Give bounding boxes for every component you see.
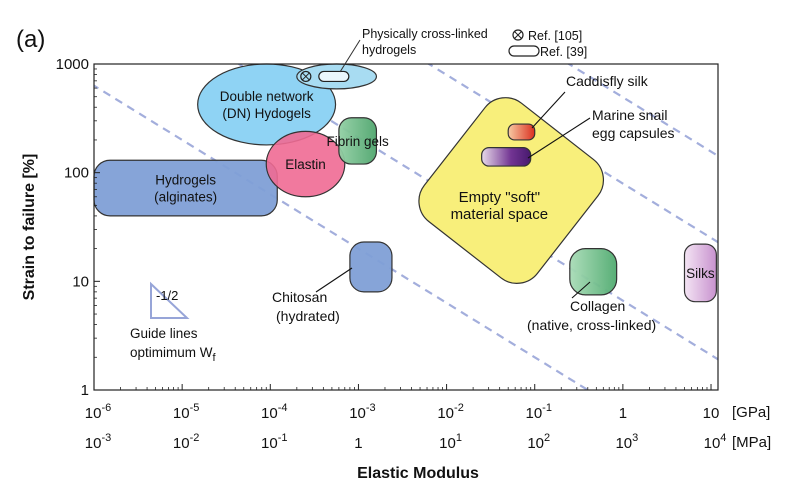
region-collagen: [569, 248, 618, 296]
slope-triangle: [150, 281, 190, 319]
collagen-label-1: Collagen: [570, 298, 625, 314]
guide-lines-label-1: Guide lines: [130, 326, 198, 341]
x-tick-label-mpa-1: 10-2: [173, 432, 199, 452]
y-axis-title: Strain to failure [%]: [21, 154, 38, 301]
physically-cross-linked-leader: [339, 39, 361, 73]
x-tick-label-gpa-4: 10-2: [437, 402, 463, 422]
ref-105-marker: [300, 70, 312, 83]
axis-ticks: 10-6 10-5 10-4 10-3 10-2 10-1 1 10 10-3 10-2 10-1 1…: [56, 56, 727, 452]
x-tick-label-gpa-7: 10: [703, 405, 720, 422]
region-hydrogels-alginates: [93, 159, 278, 217]
guide-lines-group: [94, 64, 718, 390]
x-tick-label-mpa-5: 102: [527, 432, 550, 452]
x-tick-label-mpa-7: 104: [704, 432, 727, 452]
x-tick-label-gpa-2: 10-4: [261, 402, 287, 422]
x-tick-label-mpa-3: 1: [354, 435, 362, 452]
region-chitosan: [349, 241, 393, 293]
y-tick-label-3: 1000: [56, 56, 89, 73]
material-regions: Empty "soft"material space Double network…: [93, 63, 717, 303]
region-label-hydrogels-alginates-1: (alginates): [154, 190, 217, 205]
y-tick-label-2: 100: [64, 165, 89, 182]
ref-105-label: Ref. [105]: [528, 29, 582, 43]
y-tick-label-0: 1: [81, 382, 89, 399]
reference-legend: Ref. [105] Ref. [39]: [508, 29, 587, 59]
annotations: Physically cross-linked hydrogels Ref. […: [130, 27, 675, 364]
marine-snail-leader: [527, 117, 591, 159]
region-caddisfly-silk: [507, 123, 536, 141]
ref-circle-icon: [512, 29, 524, 41]
region-label-fibrin-gels-0: Fibrin gels: [327, 134, 390, 149]
region-marine-snail: [481, 147, 532, 167]
chitosan-label-2: (hydrated): [276, 308, 340, 324]
region-label-empty-soft-space-0: Empty "soft": [459, 189, 541, 206]
region-label-double-network-hydrogels-1: (DN) Hydogels: [222, 106, 311, 121]
region-empty-soft-space: [418, 97, 605, 284]
plot-frame: [93, 63, 719, 391]
ref-circle-cross: [514, 31, 522, 39]
region-elastin: [265, 130, 346, 198]
x-tick-label-mpa-0: 10-3: [85, 432, 111, 452]
chitosan-leader: [315, 267, 353, 293]
x-tick-label-gpa-3: 10-3: [349, 402, 375, 422]
physically-cross-linked-label: Physically cross-linked: [362, 27, 488, 41]
guide-lines-label-2: optimimum Wf: [130, 345, 217, 364]
ref-105-marker-cross: [301, 72, 310, 81]
region-label-hydrogels-alginates-0: Hydrogels: [155, 173, 216, 188]
x-unit-gpa: [GPa]: [732, 404, 770, 421]
marine-snail-label-1: Marine snail: [592, 107, 667, 123]
x-axis-title: Elastic Modulus: [357, 465, 479, 482]
caddisfly-leader: [531, 91, 566, 129]
region-label-empty-soft-space-1: material space: [451, 206, 549, 223]
region-label-silks-0: Silks: [686, 266, 715, 281]
ref-39-marker: [318, 70, 350, 83]
ref-oval-icon: [508, 45, 540, 57]
x-tick-label-gpa-5: 10-1: [525, 402, 551, 422]
ref-39-label: Ref. [39]: [540, 45, 587, 59]
x-tick-label-gpa-6: 1: [619, 405, 627, 422]
physically-cross-linked-label-2: hydrogels: [362, 43, 416, 57]
slope-label: -1/2: [156, 288, 178, 303]
panel-label: (a): [16, 26, 45, 53]
x-unit-mpa: [MPa]: [732, 434, 771, 451]
region-label-double-network-hydrogels-0: Double network: [220, 89, 314, 104]
x-tick-label-mpa-4: 101: [439, 432, 462, 452]
x-tick-label-mpa-2: 10-1: [261, 432, 287, 452]
chitosan-label-1: Chitosan: [272, 289, 327, 305]
region-empty-soft-space-group: [418, 97, 605, 284]
region-label-elastin-0: Elastin: [285, 157, 326, 172]
collagen-label-2: (native, cross-linked): [527, 317, 656, 333]
x-tick-label-gpa-1: 10-5: [173, 402, 199, 422]
marine-snail-label-2: egg capsules: [592, 125, 675, 141]
x-tick-label-gpa-0: 10-6: [85, 402, 111, 422]
collagen-leader: [571, 281, 591, 299]
x-tick-label-mpa-6: 103: [615, 432, 638, 452]
y-tick-label-1: 10: [72, 273, 89, 290]
caddisfly-label: Caddisfly silk: [566, 73, 649, 89]
region-silks: [683, 243, 717, 303]
region-fibrin-gels: [338, 117, 378, 165]
